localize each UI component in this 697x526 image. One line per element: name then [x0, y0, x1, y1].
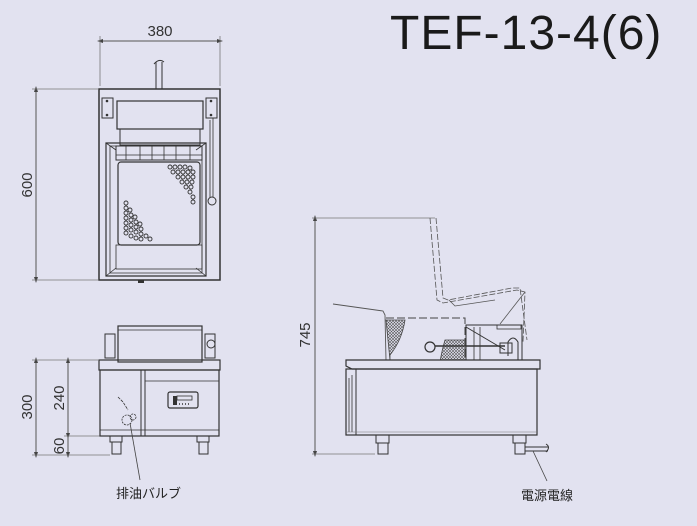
power-cord	[525, 443, 549, 453]
drain-valve-label: 排油バルブ	[116, 486, 181, 502]
total-height-dim-text: 300	[19, 394, 36, 419]
height-dimensions: 300 240 60	[19, 357, 110, 458]
depth-dimension: 600	[19, 86, 98, 283]
overall-height-dim-text: 745	[297, 322, 314, 347]
leg-height-dim-text: 60	[51, 438, 68, 455]
side-view: 745 電源電線	[297, 215, 573, 504]
depth-dim-text: 600	[19, 172, 36, 197]
model-title: TEF-13-4(6)	[390, 7, 663, 60]
width-dimension: 380	[97, 23, 223, 86]
top-view: 380 600	[19, 23, 223, 283]
control-panel	[167, 391, 199, 409]
front-view: 300 240 60 排油バルブ	[19, 325, 221, 502]
body-height-dim-text: 240	[51, 385, 68, 410]
width-dim-text: 380	[147, 23, 172, 40]
power-cord-label: 電源電線	[521, 488, 573, 504]
overall-height-dimension: 745	[297, 215, 435, 457]
basket-holes	[123, 164, 196, 242]
